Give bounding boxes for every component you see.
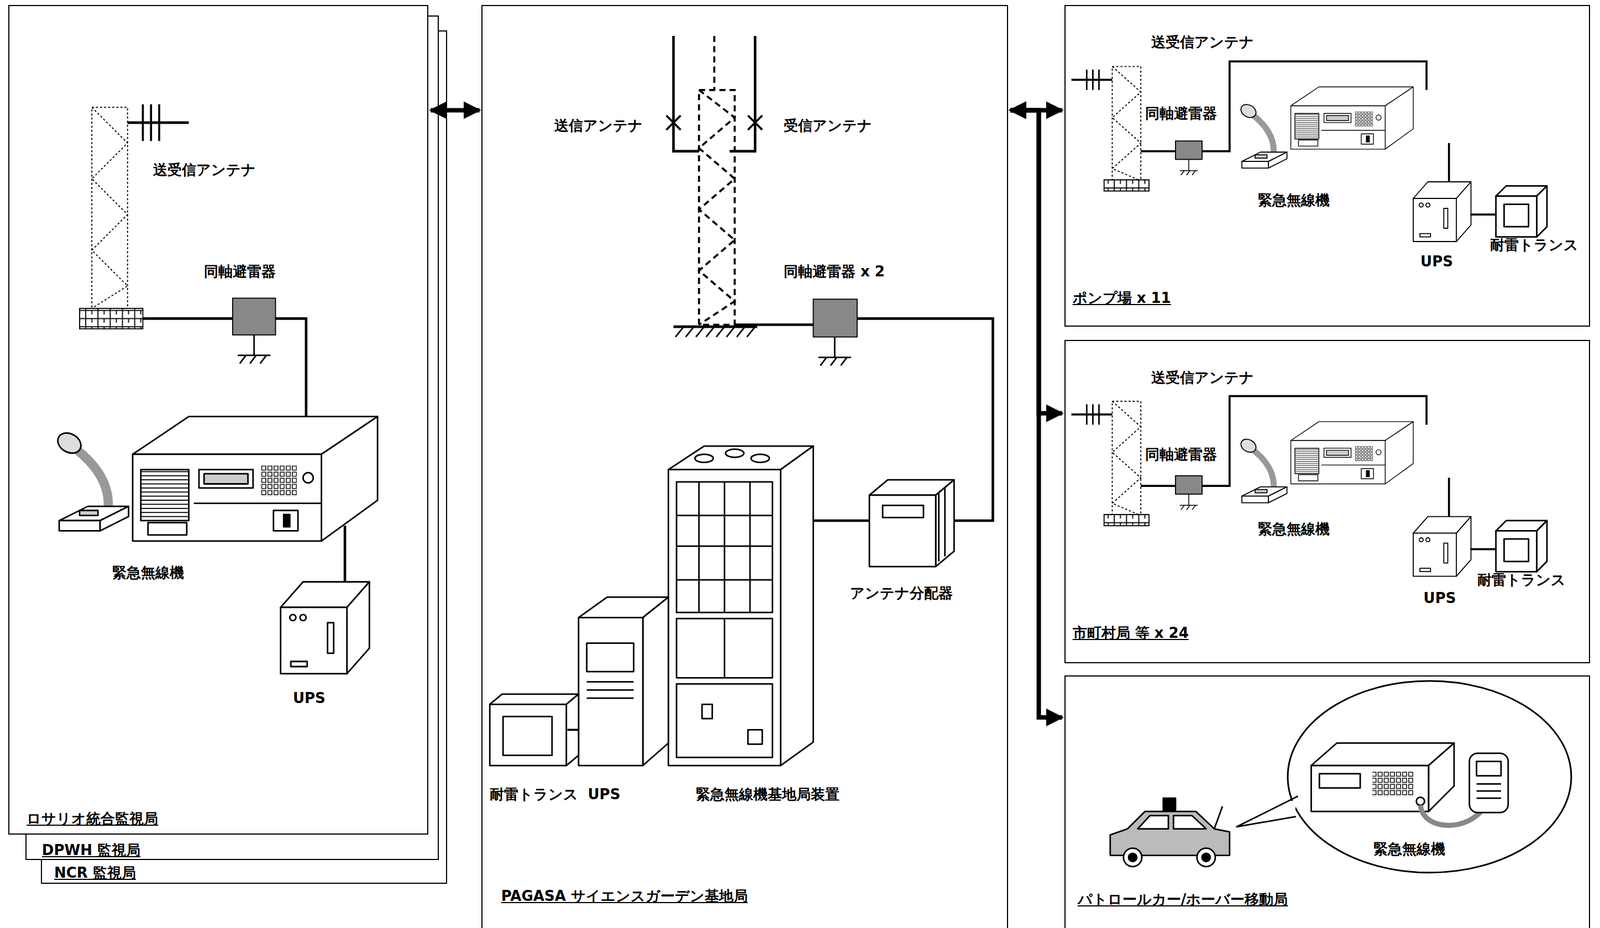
part-label: 耐雷トランス bbox=[1490, 236, 1579, 254]
station-title: ポンプ場 x 11 bbox=[1072, 289, 1172, 307]
part-label: 耐雷トランス bbox=[489, 785, 579, 804]
station-title: ロサリオ統合監視局 bbox=[26, 810, 159, 828]
callout-ellipse: 緊急無線機 bbox=[1286, 679, 1573, 874]
link-arrow bbox=[1010, 109, 1063, 413]
part-label: UPS bbox=[587, 785, 621, 804]
part-label: 緊急無線機 bbox=[1257, 191, 1330, 209]
station-panel: ポンプ場 x 11 bbox=[1064, 4, 1591, 327]
station-title: NCR 監視局 bbox=[54, 864, 136, 882]
part-label: アンテナ分配器 bbox=[850, 584, 953, 602]
station-panel: パトロールカー/ホーバー移動局 緊急無線機 bbox=[1064, 675, 1591, 928]
station-title: 市町村局 等 x 24 bbox=[1072, 624, 1189, 642]
station-panel: 市町村局 等 x 24 bbox=[1064, 339, 1591, 664]
station-title: PAGASA サイエンスガーデン基地局 bbox=[501, 887, 748, 905]
part-label: 同軸避雷器 bbox=[1145, 446, 1217, 464]
part-label: 送受信アンテナ bbox=[1151, 33, 1255, 51]
link-arrow bbox=[1010, 107, 1063, 113]
part-label: 緊急無線機基地局装置 bbox=[695, 785, 840, 804]
station-title: DPWH 監視局 bbox=[42, 841, 141, 859]
station-title: パトロールカー/ホーバー移動局 bbox=[1077, 890, 1289, 909]
part-label: 送信アンテナ bbox=[554, 117, 643, 135]
part-label: UPS bbox=[1420, 253, 1453, 271]
station-panel: ロサリオ統合監視局 bbox=[8, 4, 429, 835]
link-arrow bbox=[1010, 109, 1063, 718]
part-label: 緊急無線機 bbox=[112, 564, 185, 582]
part-label: 緊急無線機 bbox=[1257, 520, 1330, 538]
part-label: 送受信アンテナ bbox=[153, 161, 256, 179]
part-label: UPS bbox=[1423, 589, 1457, 607]
part-label: 同軸避雷器 bbox=[1145, 105, 1217, 123]
part-label: 同軸避雷器 x 2 bbox=[783, 263, 885, 281]
part-label: UPS bbox=[292, 689, 326, 707]
part-label: 同軸避雷器 bbox=[203, 263, 276, 281]
part-label: 耐雷トランス bbox=[1477, 571, 1566, 589]
part-label: 送受信アンテナ bbox=[1151, 369, 1255, 387]
part-label: 受信アンテナ bbox=[783, 117, 873, 135]
device-label: 緊急無線機 bbox=[1373, 840, 1446, 858]
